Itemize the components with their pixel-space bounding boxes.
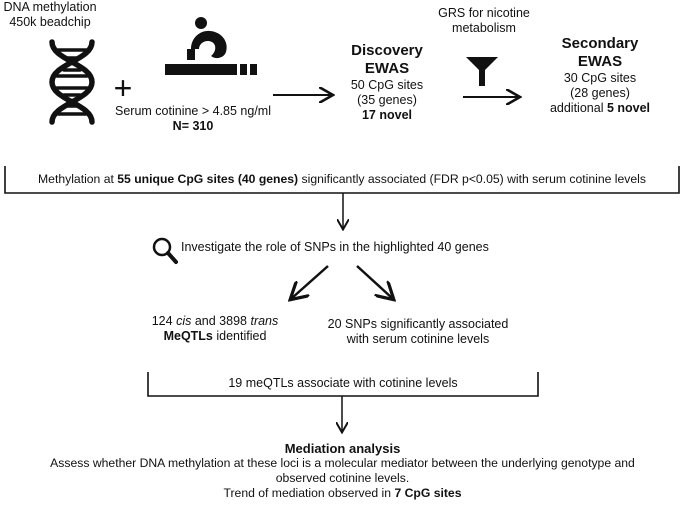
discovery-title-2: EWAS: [364, 60, 410, 77]
mediation-line-1: Assess whether DNA methylation at these …: [50, 456, 635, 470]
summary-line: Methylation at 55 unique CpG sites (40 g…: [5, 172, 679, 187]
meqtl-block: 124 cis and 3898 trans MeQTLs identified: [135, 314, 295, 344]
plus-sign: +: [113, 70, 133, 106]
mediation-line-3: Trend of mediation observed in 7 CpG sit…: [0, 486, 685, 501]
meqtl-trans: trans: [250, 314, 279, 328]
meqtl-bracket: [147, 372, 539, 397]
investigate-text: Investigate the role of SNPs in the high…: [181, 240, 489, 254]
secondary-sites: 30 CpG sites: [563, 71, 637, 85]
dna-helix-icon: [49, 39, 95, 125]
summary-bracket: [4, 166, 680, 194]
secondary-ewas-block: Secondary EWAS 30 CpG sites (28 genes) a…: [535, 35, 665, 116]
meqtl-line-2: MeQTLs identified: [135, 329, 295, 344]
grs-label: GRS for nicotine metabolism: [430, 6, 538, 36]
chip-line-2: 450k beadchip: [9, 15, 91, 29]
secondary-genes: (28 genes): [570, 86, 630, 100]
discovery-title-1: Discovery: [351, 42, 423, 59]
discovery-novel: 17 novel: [361, 108, 413, 122]
secondary-additional: additional: [549, 101, 604, 115]
summary-highlight: 55 unique CpG sites (40 genes): [117, 172, 299, 186]
discovery-ewas-block: Discovery EWAS 50 CpG sites (35 genes) 1…: [337, 42, 437, 123]
arrow-to-snps: [356, 265, 392, 298]
secondary-novel-line: additional 5 novel: [535, 101, 665, 116]
meqtl-line-1: 124 cis and 3898 trans: [135, 314, 295, 329]
cigarette-icon: [165, 17, 257, 75]
grs-line-2: metabolism: [452, 21, 516, 35]
snps-block: 20 SNPs significantly associated with se…: [318, 317, 518, 347]
mediation-line-2: observed cotinine levels.: [275, 471, 410, 485]
snps-line-2: with serum cotinine levels: [346, 332, 490, 346]
mediation-sites: 7 CpG sites: [394, 486, 462, 500]
chip-label: DNA methylation 450k beadchip: [0, 0, 100, 30]
summary-post: significantly associated (FDR p<0.05) wi…: [301, 172, 646, 186]
mediation-block: Mediation analysis Assess whether DNA me…: [0, 441, 685, 501]
secondary-title-1: Secondary: [561, 35, 639, 52]
meqtl-cis-count: 124: [151, 314, 173, 328]
mediation-trend: Trend of mediation observed in: [223, 486, 392, 500]
meqtl-assoc-text: 19 meQTLs associate with cotinine levels: [228, 376, 458, 390]
funnel-icon: [466, 57, 498, 86]
grs-line-1: GRS for nicotine: [438, 6, 530, 20]
magnifier-icon: [152, 237, 178, 264]
meqtl-label: MeQTLs: [163, 329, 213, 343]
discovery-sites: 50 CpG sites: [350, 78, 424, 92]
secondary-title-2: EWAS: [577, 53, 623, 70]
arrow-to-meqtls: [292, 265, 329, 298]
cotinine-threshold: Serum cotinine > 4.85 ng/ml: [115, 104, 271, 118]
cotinine-block: Serum cotinine > 4.85 ng/ml N= 310: [100, 104, 286, 134]
meqtl-trans-count: and 3898: [194, 314, 247, 328]
snps-line-1: 20 SNPs significantly associated: [327, 317, 509, 331]
discovery-genes: (35 genes): [357, 93, 417, 107]
mediation-title: Mediation analysis: [284, 441, 401, 456]
meqtl-identified: identified: [216, 329, 267, 343]
chip-line-1: DNA methylation: [3, 0, 97, 14]
secondary-novel: 5 novel: [606, 101, 651, 115]
sample-size: N= 310: [172, 119, 214, 133]
meqtl-cis: cis: [176, 314, 192, 328]
summary-pre: Methylation at: [38, 172, 114, 186]
